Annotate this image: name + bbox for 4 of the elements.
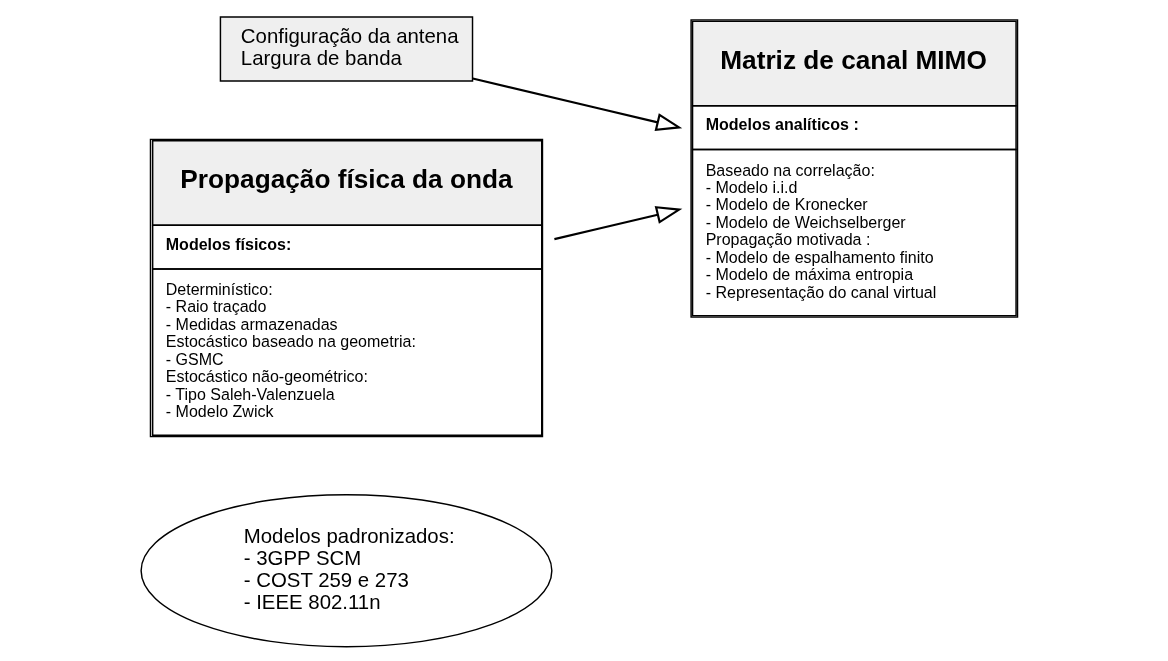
arrow <box>554 205 683 241</box>
node-ellipse: Modelos padronizados: - 3GPP SCM - COST 259 e 273 - IEEE 802.11n <box>140 493 553 648</box>
arrow <box>472 77 683 132</box>
node-box: Configuração da antena Largura de banda <box>219 16 474 82</box>
